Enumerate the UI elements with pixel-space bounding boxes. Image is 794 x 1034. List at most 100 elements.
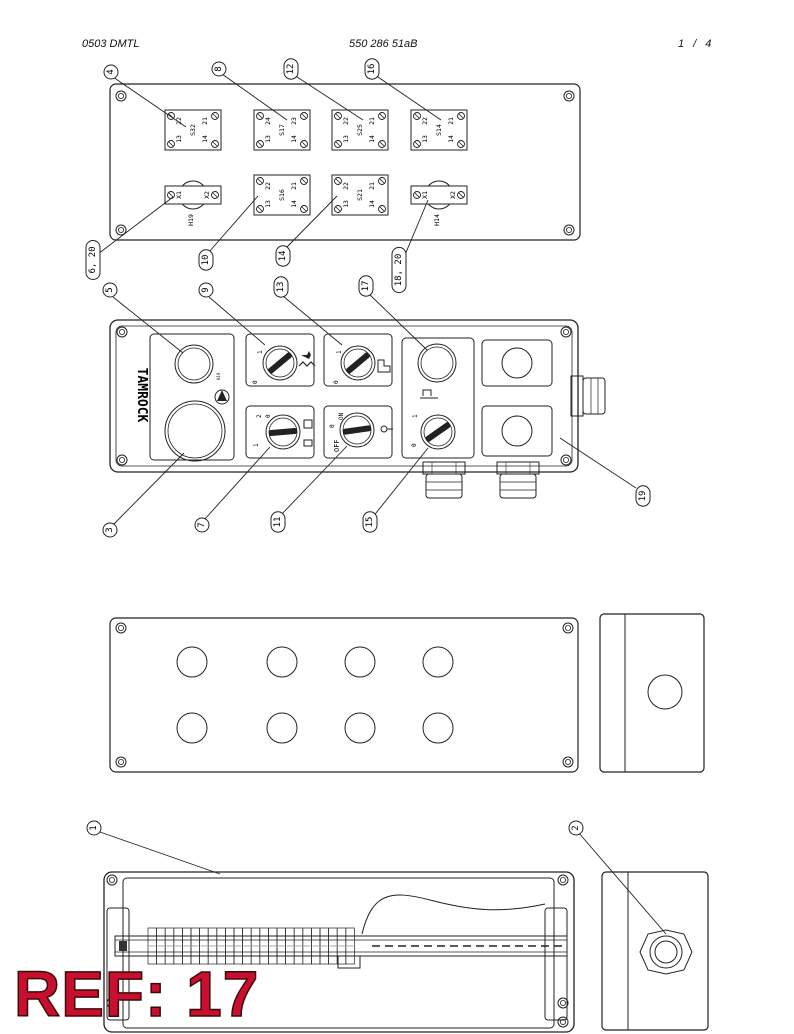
t2: 22 bbox=[175, 117, 183, 125]
name: S21 bbox=[356, 189, 364, 201]
callout-label: 1 bbox=[89, 825, 99, 830]
spare-hole-lower bbox=[501, 415, 533, 447]
svg-text:0: 0 bbox=[333, 380, 340, 384]
callout-c3: 3 bbox=[102, 522, 118, 538]
t3: 14 bbox=[447, 135, 455, 143]
t3: 14 bbox=[290, 135, 298, 143]
indicator-lamp-5 bbox=[174, 344, 214, 384]
t4: 23 bbox=[290, 117, 298, 125]
contact-blocks: 13221421S3213241423S1713221421S251322142… bbox=[164, 109, 468, 216]
brand-logo: TAMROCK bbox=[134, 368, 149, 423]
horn-icon bbox=[301, 351, 311, 359]
contact-plate-view bbox=[109, 83, 581, 241]
name: S32 bbox=[189, 124, 197, 136]
name: S14 bbox=[435, 124, 443, 136]
svg-text:1: 1 bbox=[336, 350, 343, 354]
svg-text:1: 1 bbox=[412, 414, 419, 418]
selector-switch-13: 0 1 bbox=[333, 345, 391, 384]
callout-c14: 14 bbox=[275, 245, 291, 267]
svg-text:0: 0 bbox=[411, 443, 418, 447]
callout-c2: 2 bbox=[568, 820, 584, 836]
callout-c6: 6, 20 bbox=[85, 240, 101, 280]
t2: 24 bbox=[264, 117, 272, 125]
spare-hole-upper bbox=[501, 347, 533, 379]
part-number: 550 286 51aB bbox=[349, 38, 418, 50]
svg-text:0: 0 bbox=[329, 424, 336, 428]
lamp-x2: X2 bbox=[449, 191, 457, 199]
callout-label: 16 bbox=[367, 64, 377, 75]
callout-label: 10 bbox=[201, 255, 211, 266]
enclosure-interior-view bbox=[103, 871, 709, 1033]
cable-wire bbox=[361, 894, 546, 935]
callout-label: 13 bbox=[276, 282, 286, 293]
cable-gland-bottom-1 bbox=[422, 461, 466, 499]
callout-label: 3 bbox=[105, 527, 115, 532]
t2: 22 bbox=[342, 182, 350, 190]
selector-switch-15: 0 1 bbox=[411, 414, 456, 450]
selector-switch-9: 0 1 bbox=[252, 345, 316, 384]
t1: 13 bbox=[264, 200, 272, 208]
svg-text:0: 0 bbox=[252, 380, 259, 384]
page-number: 1 / 4 bbox=[678, 38, 712, 50]
callout-c17: 17 bbox=[358, 275, 374, 297]
callout-c12: 12 bbox=[283, 58, 299, 80]
callout-label: 8 bbox=[214, 66, 224, 71]
t1: 13 bbox=[175, 135, 183, 143]
machine-icon bbox=[377, 359, 391, 373]
callout-c5: 5 bbox=[102, 282, 118, 298]
svg-text:ON: ON bbox=[338, 412, 345, 420]
svg-text:0: 0 bbox=[265, 414, 272, 418]
terminal-block bbox=[345, 927, 355, 965]
t3: 14 bbox=[368, 200, 376, 208]
t3: 14 bbox=[201, 135, 209, 143]
cover-plate-view bbox=[109, 613, 705, 773]
callout-label: 6, 20 bbox=[88, 246, 98, 273]
key-icon bbox=[380, 425, 388, 433]
name: S25 bbox=[356, 124, 364, 136]
svg-text:OFF: OFF bbox=[333, 439, 341, 452]
callout-c16: 16 bbox=[364, 58, 380, 80]
name: S17 bbox=[278, 124, 286, 136]
emergency-stop-button bbox=[164, 400, 226, 462]
terminal-blocks bbox=[147, 927, 355, 965]
callout-label: 14 bbox=[278, 251, 288, 262]
svg-text:2: 2 bbox=[256, 414, 263, 418]
lamp-x2: X2 bbox=[203, 191, 211, 199]
callout-c10: 10 bbox=[198, 249, 214, 271]
key-switch-11: OFF 0 ON bbox=[329, 412, 393, 452]
t1: 13 bbox=[342, 200, 350, 208]
t2: 22 bbox=[421, 117, 429, 125]
svg-text:H19: H19 bbox=[216, 372, 221, 380]
callout-c11: 11 bbox=[270, 511, 286, 533]
nut-hex bbox=[639, 929, 693, 975]
callout-c1: 1 bbox=[86, 820, 102, 836]
t3: 14 bbox=[290, 200, 298, 208]
callout-label: 17 bbox=[361, 281, 371, 292]
pushbutton-17 bbox=[417, 343, 457, 399]
t4: 21 bbox=[368, 117, 376, 125]
callout-c7: 7 bbox=[194, 517, 210, 533]
lamp-x1: X1 bbox=[421, 191, 429, 199]
document-code: 0503 DMTL bbox=[82, 38, 140, 50]
lamp-name: H14 bbox=[433, 214, 441, 226]
callout-c4: 4 bbox=[103, 64, 119, 80]
callout-label: 12 bbox=[286, 64, 296, 75]
t4: 21 bbox=[447, 117, 455, 125]
warning-triangle-icon bbox=[217, 390, 227, 401]
cable-gland-bottom-2 bbox=[496, 461, 540, 499]
callout-c15: 15 bbox=[362, 511, 378, 533]
cable-gland-side bbox=[570, 375, 606, 417]
callout-label: 4 bbox=[106, 69, 116, 74]
lamp-x1: X1 bbox=[175, 191, 183, 199]
boom-icon bbox=[420, 389, 438, 399]
callout-c18: 18, 20 bbox=[391, 246, 407, 294]
svg-text:1: 1 bbox=[257, 350, 264, 354]
callout-label: 9 bbox=[201, 287, 211, 292]
